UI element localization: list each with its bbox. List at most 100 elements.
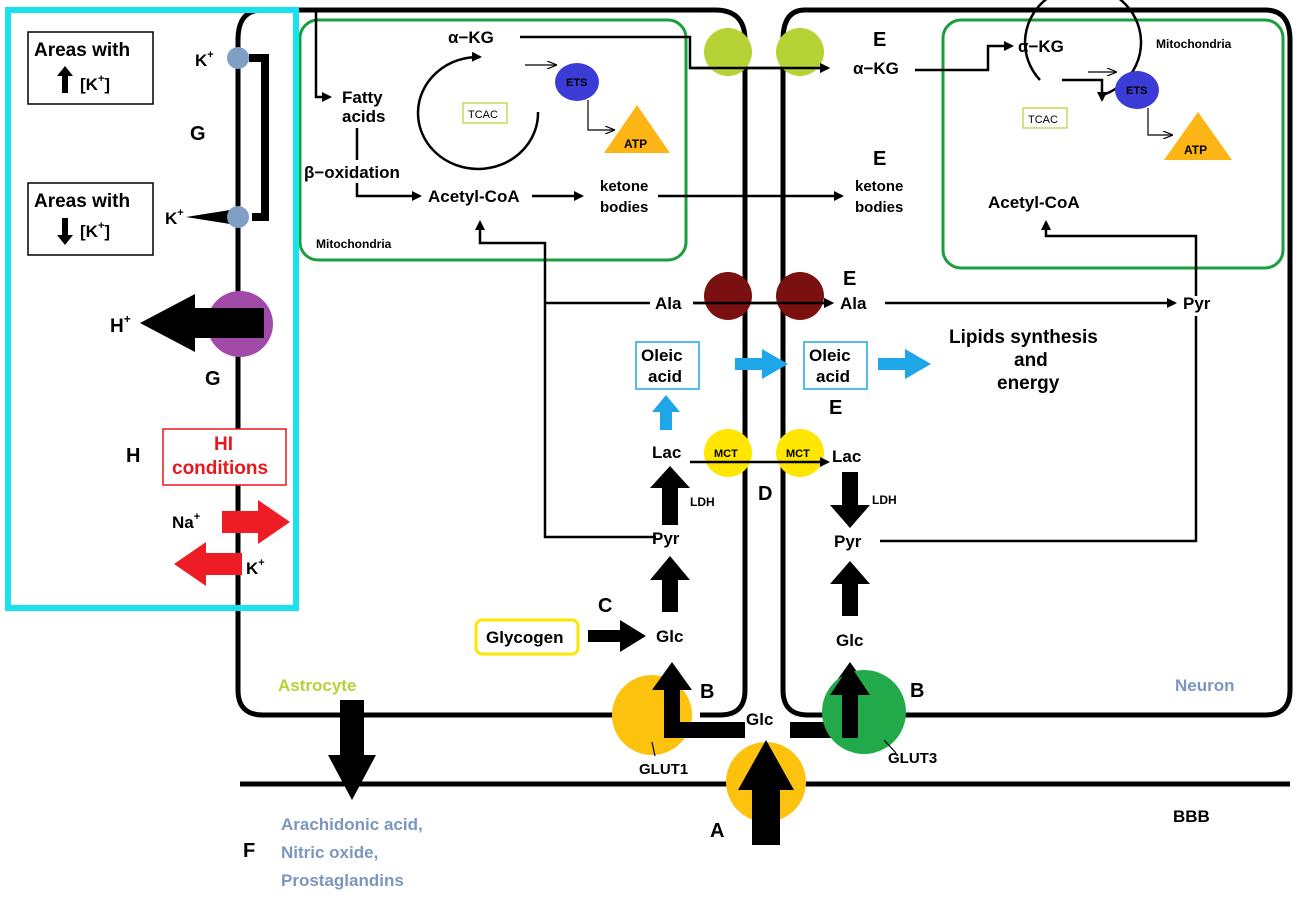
letter-e3: E [843, 268, 856, 290]
atp-label-neuron: ATP [1184, 143, 1207, 157]
beta-oxidation-label: β−oxidation [304, 163, 400, 182]
bbb-label: BBB [1173, 807, 1210, 826]
oleic-box-neuron [803, 341, 868, 390]
astrocyte-mitochondria [298, 18, 688, 262]
conditions-label: conditions [172, 458, 268, 479]
letter-g-top: G [190, 123, 206, 145]
lac-astro: Lac [652, 443, 681, 462]
glc-to-pyr-neuron [830, 561, 870, 616]
h-efflux-arrow [140, 294, 264, 352]
atp-neuron [1164, 112, 1232, 160]
pyr-top-neuron: Pyr [1183, 294, 1211, 313]
ak-transporter-astro [704, 28, 752, 76]
pyr-to-mito-neuron [880, 316, 1198, 543]
alpha-kg-astro: α−KG [448, 28, 494, 47]
lac-to-pyr-neuron [830, 472, 870, 528]
letter-f: F [243, 840, 255, 862]
mct-neuron [776, 429, 824, 477]
astrocyte-label: Astrocyte [278, 676, 356, 695]
oleic-label-astro: Oleic [641, 346, 683, 365]
glycogen-box [474, 618, 580, 656]
glut3-uptake-arrow [830, 665, 870, 738]
areas-high-k-label: Areas with [34, 40, 130, 61]
ala-neuron: Ala [840, 294, 867, 313]
k-channel-mid [227, 206, 249, 228]
hi-label: HI [214, 434, 233, 455]
oleic-box-astro [635, 341, 700, 390]
mct-astro [704, 429, 752, 477]
lipids-line1: Lipids synthesis [949, 327, 1098, 348]
ets-to-atp-astro [587, 100, 614, 130]
ets-to-atp-neuron [1147, 108, 1172, 135]
letter-e1: E [873, 29, 886, 51]
acids-label: acids [342, 107, 385, 126]
na-influx-arrow [222, 500, 290, 544]
areas-high-k-sub: [K+] [80, 73, 110, 94]
tcac-label-neuron: TCAC [1028, 114, 1058, 126]
letter-b-neuron: B [910, 680, 924, 702]
tca-cycle-neuron-arrow [1062, 78, 1107, 102]
pyr-to-acetyl-neuron [1041, 220, 1198, 296]
h-plus-label: H+ [110, 312, 131, 337]
areas-low-k-label: Areas with [34, 191, 130, 212]
products-line3: Prostaglandins [281, 871, 404, 890]
k-efflux-red-arrow [174, 542, 242, 586]
tca-cycle-neuron [1023, 0, 1143, 98]
tcac-label-astro: TCAC [468, 109, 498, 121]
ketone-label-astro: ketone [600, 178, 648, 195]
oleic-transfer-arrow [735, 349, 788, 379]
bodies-label-astro: bodies [600, 199, 648, 216]
lac-neuron: Lac [832, 447, 861, 466]
fatty-acid-entry-arrow [314, 12, 332, 102]
atp-label-astro: ATP [624, 137, 647, 151]
glut1-label: GLUT1 [639, 761, 688, 778]
letter-d: D [758, 483, 772, 505]
acid-label-astro: acid [648, 367, 682, 386]
letter-h: H [126, 445, 140, 467]
tcac-box-neuron [1022, 107, 1068, 129]
atp-astro [604, 105, 670, 153]
glut3-neuron [822, 670, 906, 754]
k-channel-top [227, 47, 249, 69]
beta-to-acetyl-arrow [355, 183, 422, 201]
bodies-label-neuron: bodies [855, 199, 903, 216]
ets-label-neuron: ETS [1126, 85, 1147, 97]
areas-high-k-box [27, 31, 154, 105]
products-line1: Arachidonic acid, [281, 815, 423, 834]
glc-astro: Glc [656, 627, 683, 646]
glc-neuron: Glc [836, 631, 863, 650]
mito-label-neuron: Mitochondria [1156, 37, 1232, 51]
glut3-pointer [883, 739, 897, 754]
products-arrow [328, 700, 376, 800]
letter-c: C [598, 595, 612, 617]
k-plus-mid: K+ [165, 207, 184, 228]
pyr-to-lac-arrow [650, 466, 690, 525]
lipids-line3: energy [997, 373, 1060, 394]
astrocyte-membrane-outer [235, 7, 620, 718]
tcac-box-astro [462, 102, 508, 124]
neuron-membrane-inner [780, 7, 830, 718]
letter-g-bottom: G [205, 368, 221, 390]
k-efflux-arrow [186, 210, 230, 224]
letter-b-astro: B [700, 681, 714, 703]
neuron-membrane [805, 7, 1293, 718]
ketone-label-neuron: ketone [855, 178, 903, 195]
lac-to-oleic-arrow [652, 395, 680, 430]
mito-label-astro: Mitochondria [316, 237, 392, 251]
alpha-kg-neuron-mito: α−KG [1018, 37, 1064, 56]
areas-low-k-box [27, 182, 154, 256]
ets-neuron [1115, 71, 1159, 109]
ets-astro [555, 63, 599, 101]
lipids-line2: and [1014, 350, 1048, 371]
ldh-neuron: LDH [872, 493, 897, 507]
highlight-panel [5, 7, 299, 611]
neuron-label: Neuron [1175, 676, 1235, 695]
mct-label-astro: MCT [714, 448, 738, 460]
glc-split-path [652, 662, 745, 738]
pyr-astro: Pyr [652, 529, 680, 548]
letter-a: A [710, 820, 724, 842]
glycogen-to-glc-arrow [588, 620, 646, 652]
neuron-mitochondria [941, 18, 1285, 270]
ala-transporter-neuron [776, 272, 824, 320]
